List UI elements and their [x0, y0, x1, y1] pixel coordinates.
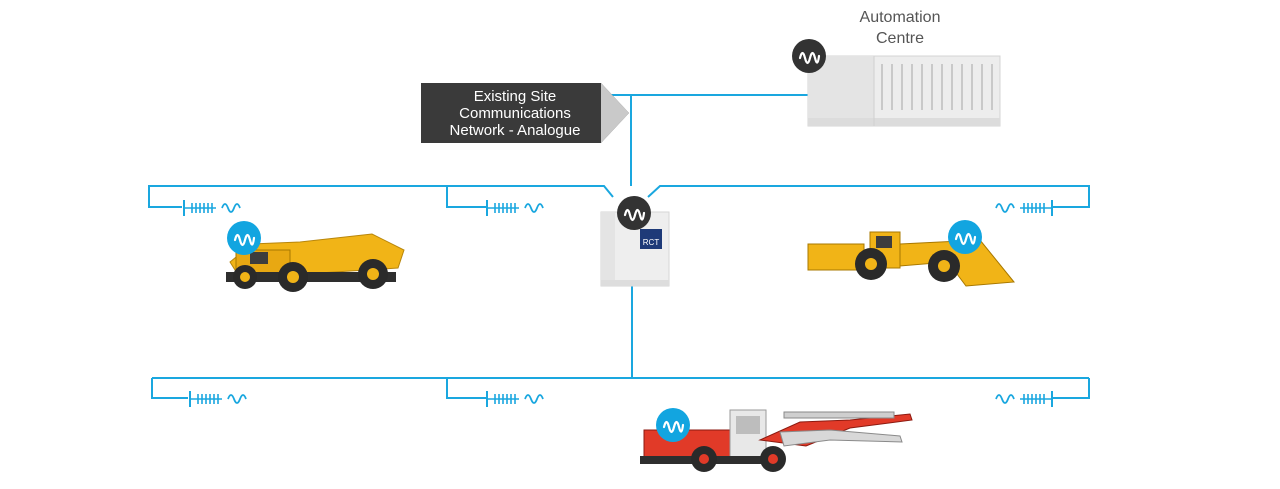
- signal-icon: [227, 221, 261, 255]
- upper-right-link: [647, 185, 1090, 208]
- lower-right-drop: [1052, 378, 1090, 399]
- antenna-icon: [995, 199, 1053, 217]
- lower-mid-drop: [446, 378, 486, 399]
- antenna-icon: [183, 199, 241, 217]
- network-box-line1: Existing Site: [473, 88, 557, 105]
- network-box-line2: Communications: [459, 105, 571, 122]
- antenna-icon: [995, 390, 1053, 408]
- automation-centre-line2: Centre: [875, 30, 925, 47]
- network-links: [148, 94, 1090, 399]
- automation-centre-label: Automation Centre: [820, 7, 980, 49]
- signal-icon: [948, 220, 982, 254]
- antenna-icon: [189, 390, 247, 408]
- controller-cabinet: [600, 211, 670, 287]
- antenna-icon: [486, 199, 544, 217]
- server-rack: [807, 55, 1001, 127]
- upper-left-mid-branch: [446, 186, 486, 208]
- controller-badge-label: RCT: [643, 238, 660, 247]
- network-box: Existing Site Communications Network - A…: [421, 83, 631, 143]
- network-box-line3: Network - Analogue: [449, 122, 581, 139]
- automation-centre-line1: Automation: [859, 9, 941, 26]
- drill-rig: [640, 409, 913, 472]
- signal-icon: [617, 196, 651, 230]
- lower-left-drop: [151, 378, 188, 399]
- upper-left-link: [148, 185, 614, 208]
- link-to-automation-centre: [630, 94, 808, 186]
- antenna-icon: [486, 390, 544, 408]
- signal-icon: [656, 408, 690, 442]
- signal-icon: [792, 39, 826, 73]
- loader: [807, 231, 1015, 287]
